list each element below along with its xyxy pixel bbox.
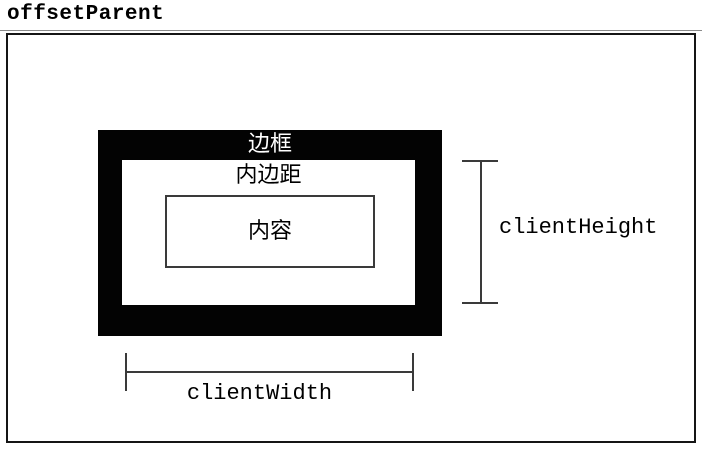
client-height-line [480,161,482,303]
client-height-cap-bottom [462,302,498,304]
padding-box: 内边距 内容 [122,160,415,305]
content-box-label: 内容 [247,218,292,244]
client-width-line [126,371,413,373]
content-box: 内容 [165,195,375,268]
border-box: 边框 内边距 内容 [98,130,442,336]
page-title: offsetParent [7,3,165,26]
top-rule-divider [0,30,702,31]
border-box-label: 边框 [247,132,292,157]
client-width-cap-right [412,353,414,391]
client-width-label: clientWidth [186,381,333,406]
padding-box-label: 内边距 [235,163,302,188]
client-height-label: clientHeight [499,215,658,240]
